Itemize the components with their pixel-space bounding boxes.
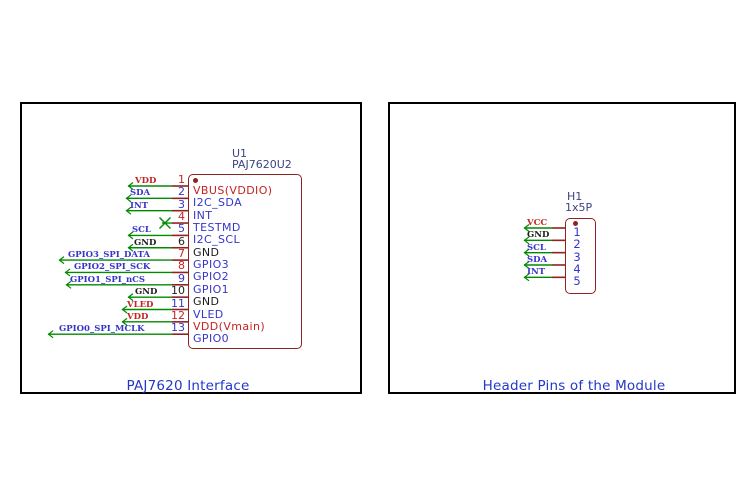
pin-name-vled: VLED	[193, 307, 224, 321]
pin-number-5: 5	[178, 222, 185, 236]
pin-name-gpio1: GPIO1	[193, 282, 230, 296]
hdr-pin-number-1: 1	[573, 225, 581, 239]
right-panel-caption: Header Pins of the Module	[482, 378, 666, 394]
net-label-scl: SCL	[132, 225, 151, 236]
hdr-pin-number-3: 3	[573, 249, 581, 264]
right-schematic-frame: H1 1x5P Header Pins of the Module VCC 1 GN…	[388, 102, 736, 394]
pin-number-2: 2	[178, 185, 185, 199]
pin-number-9: 9	[178, 271, 185, 285]
net-label-gnd: GND	[134, 237, 157, 248]
right-wire-layer	[523, 224, 565, 282]
header-pins-panel: H1 1x5P Header Pins of the Module VCC 1 GN…	[390, 104, 734, 395]
pin-number-4: 4	[178, 210, 185, 224]
component-body-u1	[188, 174, 302, 349]
net-label-gpio0_spi_mclk: GPIO0_SPI_MCLK	[59, 324, 145, 335]
wire-arrow-pin-13	[47, 330, 54, 339]
pin-number-11: 11	[171, 296, 185, 310]
net-label-vdd: VDD	[135, 176, 157, 186]
hdr-net-label-int: INT	[527, 267, 546, 278]
wire-arrow-pin-7	[58, 256, 65, 265]
pin-number-10: 10	[171, 284, 185, 298]
pin-name-vbus(vddio): VBUS(VDDIO)	[193, 184, 273, 197]
hdr-net-label-vcc: VCC	[527, 218, 548, 228]
left-panel-caption: PAJ7620 Interface	[126, 378, 250, 394]
hdr-net-label-scl: SCL	[527, 242, 546, 253]
pin-number-8: 8	[178, 259, 185, 273]
pin-name-gpio0: GPIO0	[193, 332, 230, 346]
hdr-pin-number-2: 2	[573, 237, 581, 252]
component-part-number: PAJ7620U2	[232, 158, 292, 171]
pin-number-3: 3	[178, 197, 185, 211]
pin-name-vdd(vmain): VDD(Vmain)	[193, 319, 266, 333]
hdr-pin-number-4: 4	[573, 261, 581, 276]
pin-number-7: 7	[178, 247, 185, 261]
pin-name-gpio2: GPIO2	[193, 270, 230, 284]
net-label-gnd: GND	[135, 287, 158, 298]
net-label-gpio1_spi_ncs: GPIO1_SPI_nCS	[70, 274, 146, 285]
hdr-net-label-gnd: GND	[527, 230, 550, 241]
pin-name-int: INT	[193, 208, 213, 222]
pin-name-testmd: TESTMD	[193, 221, 241, 235]
component-body-h1	[565, 218, 596, 294]
pin-name-gnd: GND	[193, 295, 220, 309]
net-label-gpio2_spi_sck: GPIO2_SPI_SCK	[74, 262, 151, 273]
hdr-pin-number-5: 5	[573, 274, 581, 289]
pin-number-12: 12	[171, 308, 185, 322]
net-label-int: INT	[130, 200, 149, 211]
pin-number-6: 6	[178, 234, 185, 248]
component-refdes-h1: H1	[567, 190, 583, 203]
component-part-number-h1: 1x5P	[565, 201, 593, 214]
pin-number-13: 13	[171, 321, 185, 335]
pin1-marker-dot-h1	[573, 221, 578, 226]
net-label-gpio3_spi_data: GPIO3_SPI_DATA	[68, 250, 150, 261]
pin-name-gpio3: GPIO3	[193, 258, 230, 272]
pin1-marker-dot	[193, 178, 198, 183]
hdr-net-label-sda: SDA	[527, 254, 548, 265]
net-label-vdd: VDD	[127, 311, 149, 322]
pin-name-i2c_sda: I2C_SDA	[193, 196, 243, 210]
net-label-sda: SDA	[130, 188, 151, 199]
pin-number-1: 1	[178, 173, 185, 186]
pin-name-i2c_scl: I2C_SCL	[193, 233, 241, 247]
pin-name-gnd: GND	[193, 245, 220, 259]
net-label-vled: VLED	[127, 299, 154, 310]
component-refdes-u1: U1	[232, 147, 248, 160]
